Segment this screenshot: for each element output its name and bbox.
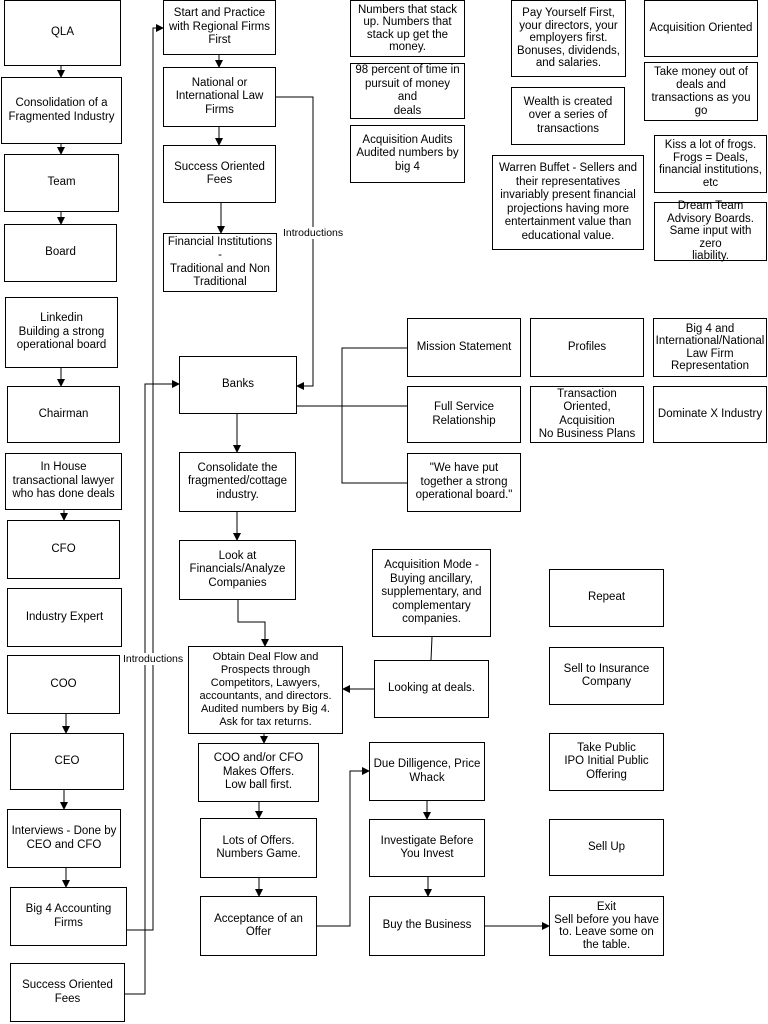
node-industry-expert: Industry Expert bbox=[7, 588, 122, 647]
arrow-big4-to-start-practice bbox=[127, 24, 164, 931]
node-start-practice: Start and Practice with Regional Firms F… bbox=[163, 0, 276, 55]
node-inhouse-lawyer: In House transactional lawyer who has do… bbox=[5, 453, 122, 510]
edge-label-introductions-top: Introductions bbox=[283, 227, 344, 239]
node-look-analyze: Look at Financials/Analyze Companies bbox=[179, 540, 296, 600]
node-acquisition-mode: Acquisition Mode - Buying ancillary, sup… bbox=[372, 549, 491, 637]
node-interviews: Interviews - Done by CEO and CFO bbox=[7, 809, 121, 868]
node-coo-cfo-offers: COO and/or CFO Makes Offers. Low ball fi… bbox=[198, 743, 319, 802]
node-acquisition-audits: Acquisition Audits Audited numbers by bi… bbox=[350, 125, 465, 183]
node-transaction-oriented: Transaction Oriented, Acquisition No Bus… bbox=[530, 386, 644, 443]
node-mission-statement: Mission Statement bbox=[407, 318, 521, 377]
node-success-fees-mid: Success Oriented Fees bbox=[163, 145, 276, 203]
node-buy-business: Buy the Business bbox=[369, 896, 485, 956]
node-numbers-stack: Numbers that stack up. Numbers that stac… bbox=[350, 0, 465, 57]
node-ninety-eight: 98 percent of time in pursuit of money a… bbox=[350, 63, 465, 119]
node-lots-of-offers: Lots of Offers. Numbers Game. bbox=[200, 818, 317, 878]
node-obtain-deal-flow: Obtain Deal Flow and Prospects through C… bbox=[188, 646, 343, 734]
node-qla: QLA bbox=[4, 0, 121, 66]
arrow-success-fees-to-banks bbox=[125, 380, 180, 995]
node-big4-firms: Big 4 Accounting Firms bbox=[10, 887, 127, 946]
arrow-look-to-obtain bbox=[237, 600, 269, 647]
edge-label-introductions-bottom: Introductions bbox=[123, 653, 184, 665]
node-team: Team bbox=[4, 154, 119, 212]
node-profiles: Profiles bbox=[530, 318, 644, 377]
node-dream-team: Dream Team Advisory Boards. Same input w… bbox=[654, 200, 767, 262]
node-acquisition-oriented: Acquisition Oriented bbox=[644, 0, 758, 57]
node-ceo: CEO bbox=[10, 733, 124, 790]
node-acceptance-offer: Acceptance of an Offer bbox=[200, 896, 317, 956]
node-wealth-created: Wealth is created over a series of trans… bbox=[511, 87, 625, 145]
node-consolidation: Consolidation of a Fragmented Industry bbox=[1, 77, 122, 144]
node-coo: COO bbox=[7, 655, 120, 714]
node-dominate-industry: Dominate X Industry bbox=[653, 386, 767, 443]
node-take-public: Take Public IPO Initial Public Offering bbox=[549, 733, 664, 791]
node-exit: Exit Sell before you have to. Leave some… bbox=[549, 896, 664, 956]
node-due-diligence: Due Dilligence, Price Whack bbox=[369, 742, 485, 801]
arrow-acceptance-to-due-diligence bbox=[317, 767, 370, 927]
node-take-money: Take money out of deals and transactions… bbox=[644, 62, 758, 121]
node-financial-institutions: Financial Institutions - Traditional and… bbox=[163, 233, 277, 292]
arrow-national-law-to-banks bbox=[276, 96, 314, 390]
node-success-fees-left: Success Oriented Fees bbox=[10, 963, 125, 1022]
node-chairman: Chairman bbox=[7, 386, 120, 443]
node-big4-representation: Big 4 and International/National Law Fir… bbox=[653, 318, 767, 377]
node-linkedin: Linkedin Building a strong operational b… bbox=[5, 297, 118, 368]
node-sell-up: Sell Up bbox=[549, 819, 664, 876]
connector-banks-to-we-have-put bbox=[341, 406, 407, 484]
node-full-service: Full Service Relationship bbox=[407, 386, 521, 443]
node-national-law: National or International Law Firms bbox=[163, 67, 276, 127]
connector-acquisition-mode-to-looking bbox=[430, 636, 433, 661]
node-cfo: CFO bbox=[7, 520, 120, 579]
node-consolidate-cottage: Consolidate the fragmented/cottage indus… bbox=[179, 452, 296, 512]
node-looking-deals: Looking at deals. bbox=[374, 660, 489, 718]
node-banks: Banks bbox=[179, 356, 297, 414]
node-pay-yourself: Pay Yourself First, your directors, your… bbox=[511, 0, 626, 77]
node-investigate: Investigate Before You Invest bbox=[369, 819, 485, 877]
node-repeat: Repeat bbox=[549, 569, 664, 627]
node-kiss-frogs: Kiss a lot of frogs. Frogs = Deals, fina… bbox=[654, 135, 767, 193]
node-sell-insurance: Sell to Insurance Company bbox=[549, 647, 664, 705]
connector-banks-to-mission-statement bbox=[297, 347, 407, 407]
node-board: Board bbox=[4, 224, 117, 282]
node-we-have-put: "We have put together a strong operation… bbox=[407, 453, 521, 512]
node-warren-buffet: Warren Buffet - Sellers and their repres… bbox=[492, 155, 644, 250]
